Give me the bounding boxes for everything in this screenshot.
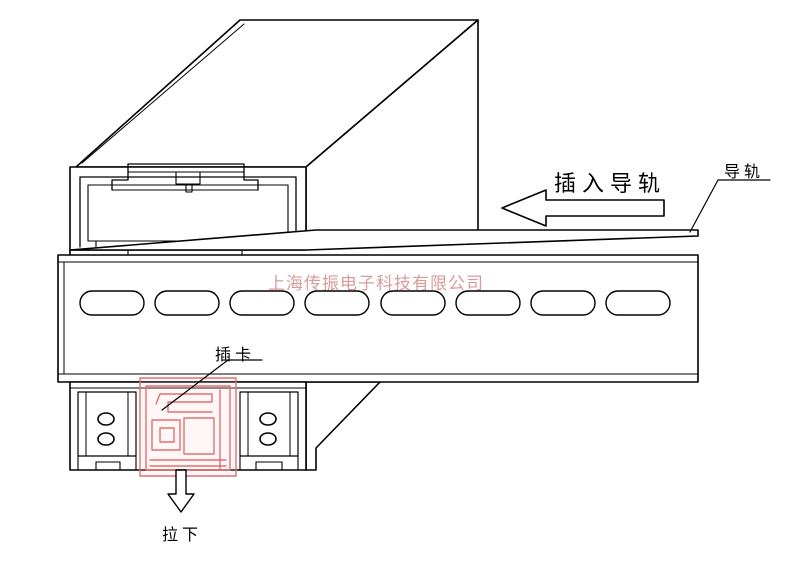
clip-leader-line xyxy=(161,359,263,411)
terminal-block xyxy=(69,381,307,471)
watermark-text: 上海传振电子科技有限公司 xyxy=(268,274,484,294)
pull-down-label: 拉下 xyxy=(162,525,203,544)
release-clip xyxy=(139,377,237,477)
din-rail xyxy=(57,229,699,383)
rail-slots xyxy=(79,290,671,316)
rail-label: 导轨 xyxy=(724,162,765,181)
rail-leader-line xyxy=(689,179,771,233)
clip-label: 插卡 xyxy=(215,345,256,364)
insert-arrow xyxy=(501,189,665,227)
insert-rail-label: 插入导轨 xyxy=(554,172,667,197)
module-housing xyxy=(69,19,479,471)
pull-down-arrow xyxy=(167,469,195,513)
